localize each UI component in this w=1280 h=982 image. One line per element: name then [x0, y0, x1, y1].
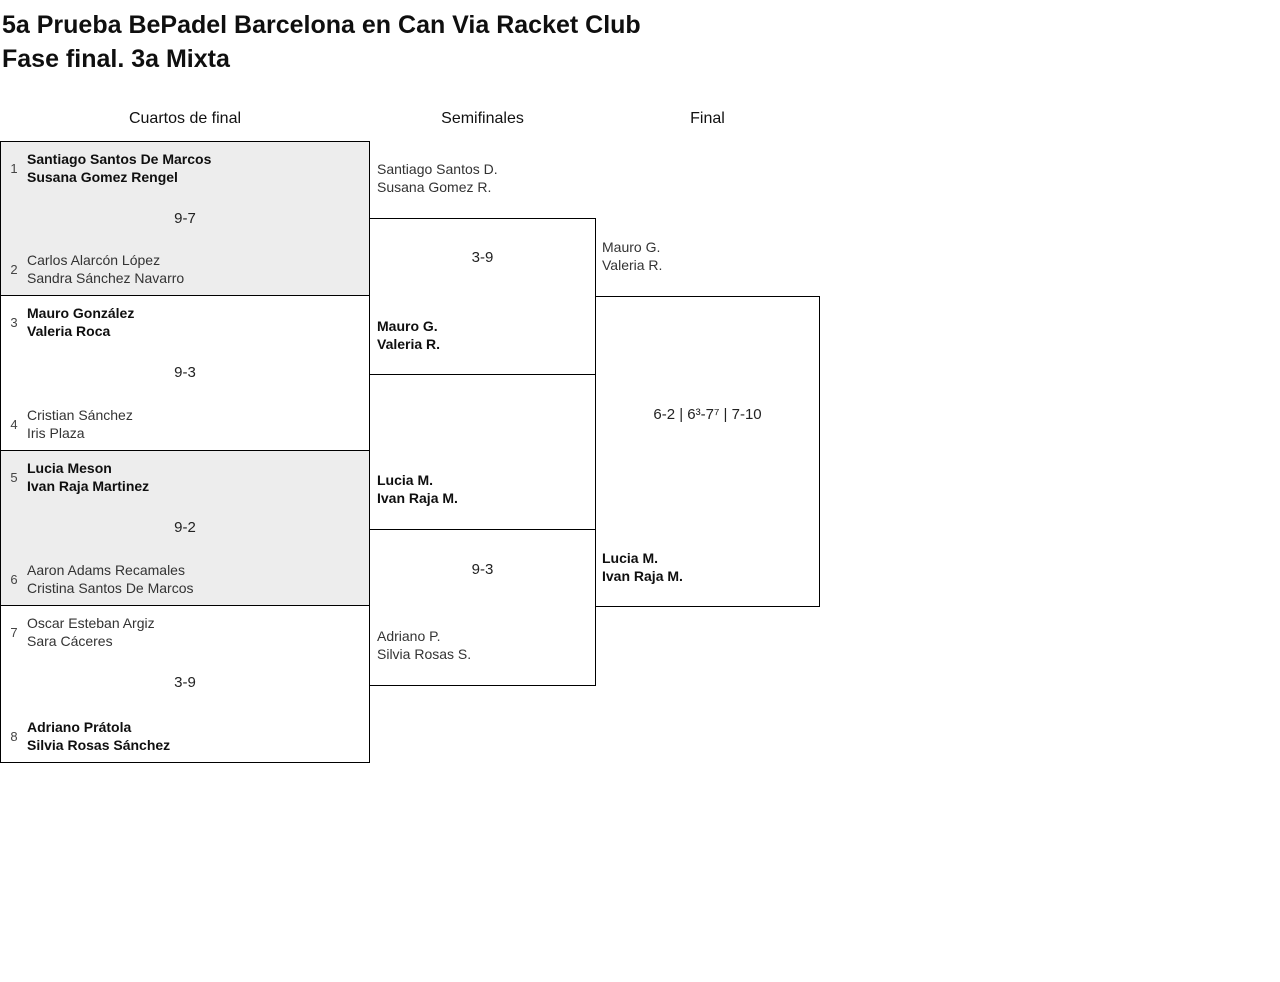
player-name: Ivan Raja M. [602, 568, 683, 584]
team-slot-seed-8: 8 Adriano Prátola Silvia Rosas Sánchez [1, 718, 369, 754]
team-slot-seed-4: 4 Cristian Sánchez Iris Plaza [1, 406, 369, 442]
seed-number: 3 [10, 314, 18, 330]
team-names: Santiago Santos De Marcos Susana Gomez R… [27, 150, 211, 186]
seed-number: 4 [10, 416, 18, 432]
seed-number: 1 [10, 160, 18, 176]
team-slot-seed-6: 6 Aaron Adams Recamales Cristina Santos … [1, 561, 369, 597]
match-score: 9-7 [174, 210, 196, 227]
player-name: Mauro G. [377, 318, 438, 334]
player-name: Mauro G. [602, 239, 661, 255]
player-name: Cristina Santos De Marcos [27, 580, 194, 596]
quarterfinal-match-3: 5 Lucia Meson Ivan Raja Martinez 6 Aaron… [0, 450, 370, 606]
team-names: Cristian Sánchez Iris Plaza [27, 406, 133, 442]
player-name: Lucia M. [602, 550, 659, 566]
seed-number: 8 [10, 728, 18, 744]
team-slot-seed-7: 7 Oscar Esteban Argiz Sara Cáceres [1, 614, 369, 650]
player-name: Adriano Prátola [27, 719, 132, 735]
quarterfinal-match-4: 7 Oscar Esteban Argiz Sara Cáceres 8 Adr… [0, 605, 370, 763]
player-name: Valeria R. [377, 336, 441, 352]
seed-number: 2 [10, 261, 18, 277]
final-team-bottom: Lucia M. Ivan Raja M. [602, 549, 683, 585]
player-name: Aaron Adams Recamales [27, 562, 185, 578]
player-name: Iris Plaza [27, 425, 85, 441]
match-score: 3-9 [174, 674, 196, 691]
team-names: Lucia Meson Ivan Raja Martinez [27, 459, 149, 495]
final-score: 6-2 | 6³-7⁷ | 7-10 [653, 406, 762, 423]
player-name: Susana Gomez Rengel [27, 169, 178, 185]
quarterfinal-match-1: 1 Santiago Santos De Marcos Susana Gomez… [0, 141, 370, 296]
round-header-quarterfinals: Cuartos de final [128, 110, 242, 127]
player-name: Cristian Sánchez [27, 407, 133, 423]
player-name: Valeria R. [602, 257, 663, 273]
player-name: Carlos Alarcón López [27, 252, 161, 268]
match-score: 9-3 [174, 364, 196, 381]
team-names: Adriano Prátola Silvia Rosas Sánchez [27, 718, 170, 754]
page-subtitle: Fase final. 3a Mixta [2, 45, 230, 73]
player-name: Santiago Santos De Marcos [27, 151, 212, 167]
player-name: Sara Cáceres [27, 633, 113, 649]
player-name: Lucia M. [377, 472, 434, 488]
round-header-final: Final [690, 110, 725, 127]
player-name: Santiago Santos D. [377, 161, 498, 177]
player-name: Mauro González [27, 305, 135, 321]
team-names: Aaron Adams Recamales Cristina Santos De… [27, 561, 194, 597]
final-team-top: Mauro G. Valeria R. [602, 238, 662, 274]
final-match [595, 296, 820, 607]
seed-number: 6 [10, 571, 18, 587]
player-name: Valeria Roca [27, 323, 111, 339]
semifinal-2-team-bottom: Adriano P. Silvia Rosas S. [377, 627, 471, 663]
player-name: Ivan Raja Martinez [27, 478, 150, 494]
seed-number: 5 [10, 469, 18, 485]
round-header-semifinals: Semifinales [441, 110, 524, 127]
semifinal-match-2 [369, 529, 596, 686]
team-slot-seed-1: 1 Santiago Santos De Marcos Susana Gomez… [1, 150, 369, 186]
player-name: Sandra Sánchez Navarro [27, 270, 185, 286]
match-score: 9-3 [471, 561, 494, 578]
team-slot-seed-3: 3 Mauro González Valeria Roca [1, 304, 369, 340]
team-names: Mauro González Valeria Roca [27, 304, 134, 340]
semifinal-2-team-top: Lucia M. Ivan Raja M. [377, 471, 458, 507]
team-names: Carlos Alarcón López Sandra Sánchez Nava… [27, 251, 184, 287]
player-name: Lucia Meson [27, 460, 112, 476]
team-slot-seed-2: 2 Carlos Alarcón López Sandra Sánchez Na… [1, 251, 369, 287]
player-name: Silvia Rosas S. [377, 646, 472, 662]
player-name: Ivan Raja M. [377, 490, 458, 506]
seed-number: 7 [10, 624, 18, 640]
team-slot-seed-5: 5 Lucia Meson Ivan Raja Martinez [1, 459, 369, 495]
player-name: Adriano P. [377, 628, 441, 644]
semifinal-1-team-top: Santiago Santos D. Susana Gomez R. [377, 160, 498, 196]
player-name: Oscar Esteban Argiz [27, 615, 155, 631]
semifinal-1-team-bottom: Mauro G. Valeria R. [377, 317, 440, 353]
player-name: Susana Gomez R. [377, 179, 492, 195]
player-name: Silvia Rosas Sánchez [27, 737, 171, 753]
page-title: 5a Prueba BePadel Barcelona en Can Via R… [2, 11, 641, 39]
match-score: 3-9 [471, 249, 494, 266]
match-score: 9-2 [174, 519, 196, 536]
team-names: Oscar Esteban Argiz Sara Cáceres [27, 614, 155, 650]
